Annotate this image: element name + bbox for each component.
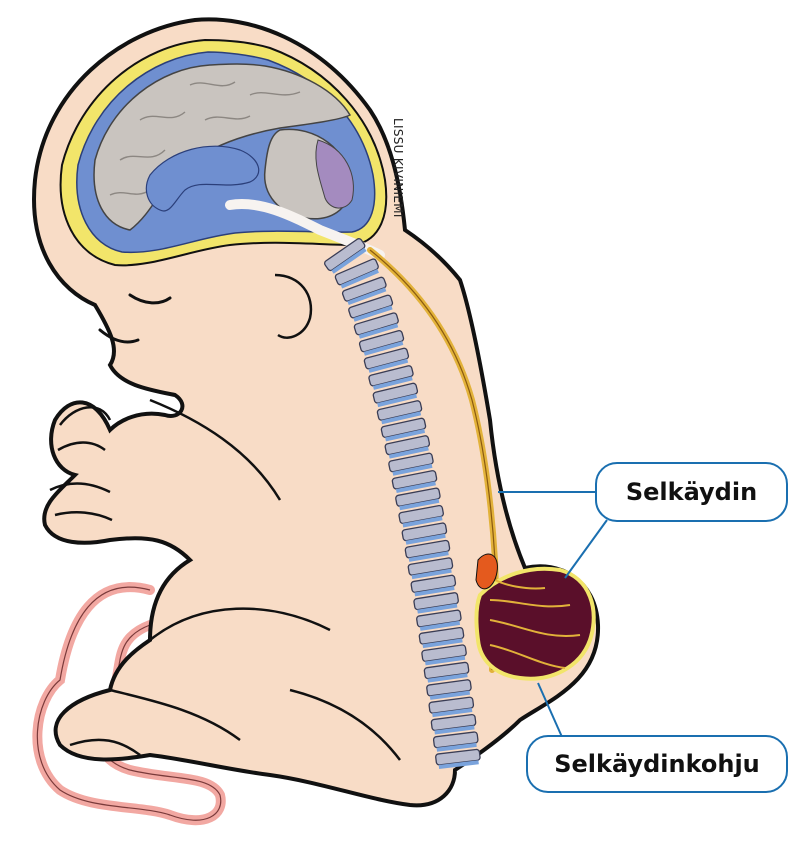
myelomeningocele-sac xyxy=(476,569,593,679)
label-myelomeningocele: Selkäydinkohju xyxy=(526,735,788,793)
leader-line-spinal-cord-2 xyxy=(565,520,607,578)
label-spinal-cord: Selkäydin xyxy=(595,462,788,522)
illustrator-credit: LISSU KIVINIEMI xyxy=(391,118,405,218)
